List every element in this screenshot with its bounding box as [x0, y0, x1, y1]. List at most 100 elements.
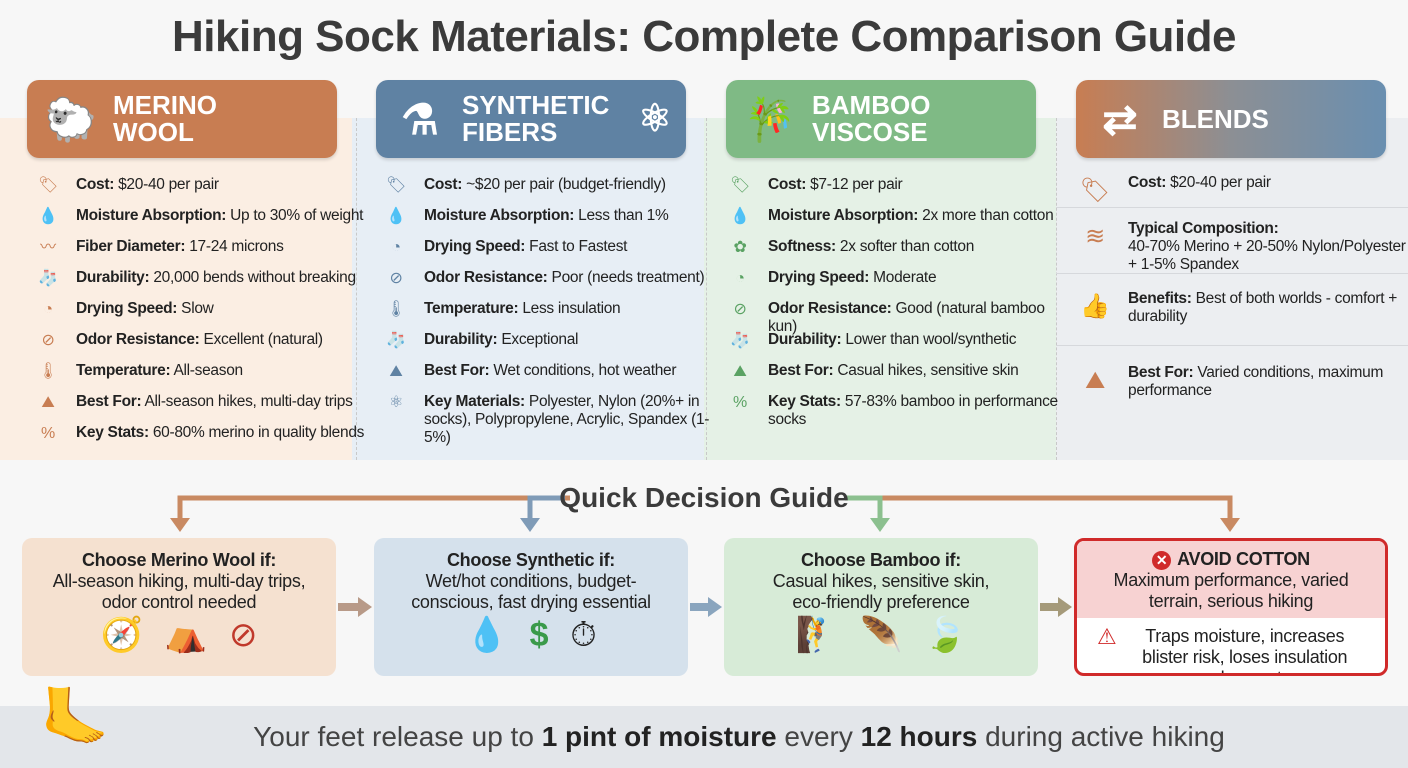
spec-label: Moisture Absorption:	[76, 207, 227, 224]
spec-label: Key Materials:	[424, 393, 525, 410]
shuffle-icon: ⇄	[1102, 95, 1138, 143]
spec-value: 2x softer than cotton	[835, 238, 975, 255]
hiker-icon: ⛰	[41, 394, 55, 411]
spec-text: Best For: Varied conditions, maximum per…	[1128, 364, 1408, 400]
sheep-icon: 🐑	[44, 95, 98, 143]
spec-text: Odor Resistance: Excellent (natural)	[76, 331, 323, 349]
spec-label: Typical Composition:	[1128, 220, 1279, 237]
spec-value: Excellent (natural)	[199, 331, 324, 348]
decision-box-text: Wet/hot conditions, budget-conscious, fa…	[411, 571, 651, 612]
timer-icon: ◔	[391, 239, 401, 256]
sock-icon: 🧦	[386, 332, 406, 349]
spec-text: Typical Composition:40-70% Merino + 20-5…	[1128, 220, 1408, 274]
synthetic-column-bg	[352, 118, 704, 460]
synthetic-decision-box: Choose Synthetic if: Wet/hot conditions,…	[374, 538, 688, 676]
spec-row: 🏷Cost: $20-40 per pair	[1056, 168, 1408, 208]
compass-icon: 🧭	[100, 616, 143, 654]
bamboo-icon: 🎋	[743, 95, 797, 143]
spec-value: $7-12 per pair	[806, 176, 903, 193]
spec-text: Durability: Exceptional	[424, 331, 579, 349]
spec-label: Softness:	[768, 238, 836, 255]
spec-value: Casual hikes, sensitive skin	[833, 362, 1019, 379]
footer-highlight: 1 pint of moisture	[541, 721, 777, 752]
flow-arrows	[338, 597, 1072, 617]
spec-value: 20,000 bends without breaking	[149, 269, 356, 286]
hiker-icon: ⛰	[733, 363, 747, 380]
water-drop-icon: 💧	[38, 208, 58, 225]
spec-text: Temperature: All-season	[76, 362, 243, 380]
price-tag-icon: 🏷	[729, 177, 750, 194]
spec-label: Moisture Absorption:	[424, 207, 575, 224]
spec-row: 🏷 Cost: $7-12 per pair	[726, 176, 1066, 207]
spec-text: Cost: $20-40 per pair	[76, 176, 219, 194]
spec-row: 🧦 Durability: Exceptional	[382, 331, 722, 362]
spec-row: ⛰ Best For: Wet conditions, hot weather	[382, 362, 722, 393]
percent-icon: %	[733, 394, 747, 411]
spec-value: Slow	[177, 300, 214, 317]
spec-text: Best For: Wet conditions, hot weather	[424, 362, 677, 380]
spec-row: 🧦Durability: 20,000 bends without breaki…	[34, 269, 374, 300]
spec-row: 🌡 Temperature: Less insulation	[382, 300, 722, 331]
cotton-icon: ✿	[733, 239, 747, 256]
spec-label: Durability:	[424, 331, 498, 348]
spec-label: Drying Speed:	[768, 269, 870, 286]
spec-value: 2x more than cotton	[918, 207, 1054, 224]
spec-label: Odor Resistance:	[424, 269, 548, 286]
no-odor-icon: ⊘	[228, 616, 258, 654]
timer-icon: ◔	[43, 301, 53, 318]
spec-value: Best of both worlds - comfort + durabili…	[1128, 290, 1397, 325]
hiker-icon: 🧗	[795, 616, 838, 654]
avoid-cotton-warning: ⚠ Traps moisture, increases blister risk,…	[1077, 618, 1385, 674]
tent-icon: ⛺	[164, 616, 207, 654]
spec-text: Cost: ~$20 per pair (budget-friendly)	[424, 176, 666, 194]
avoid-cotton-text: Maximum performance, varied terrain, ser…	[1113, 570, 1349, 611]
spec-text: Moisture Absorption: Up to 30% of weight	[76, 207, 363, 225]
fibers-icon: ≋	[1085, 223, 1105, 250]
synthetic-rows: 🏷Cost: ~$20 per pair (budget-friendly)💧M…	[382, 176, 722, 447]
footer-banner: 🦶 Your feet release up to 1 pint of mois…	[0, 685, 1408, 768]
avoid-cotton-box: ✕AVOID COTTON Maximum performance, varie…	[1074, 538, 1388, 676]
page-title: Hiking Sock Materials: Complete Comparis…	[172, 12, 1237, 61]
warning-text: Traps moisture, increases blister risk, …	[1142, 626, 1348, 673]
spec-row: 🧦Durability: Lower than wool/synthetic	[726, 331, 1066, 362]
spec-row: ◔ Drying Speed: Slow	[34, 300, 374, 331]
no-odor-icon: ⊘	[733, 301, 747, 318]
decision-box-title: Choose Merino Wool if:	[81, 550, 277, 570]
spec-row: 💧Moisture Absorption: Less than 1%	[382, 207, 722, 238]
spec-value: $20-40 per pair	[114, 176, 219, 193]
spec-text: Key Stats: 57-83% bamboo in performance …	[768, 393, 1066, 429]
spec-label: Best For:	[76, 393, 142, 410]
spec-label: Drying Speed:	[76, 300, 178, 317]
thermometer-icon: 🌡	[385, 301, 406, 318]
spec-value: Poor (needs treatment)	[547, 269, 705, 286]
spec-label: Key Stats:	[76, 424, 149, 441]
spec-label: Cost:	[76, 176, 115, 193]
spec-label: Temperature:	[424, 300, 519, 317]
spec-label: Durability:	[768, 331, 842, 348]
decision-connector-lines	[170, 495, 1240, 532]
spec-row: ≋ Typical Composition:40-70% Merino + 20-…	[1056, 208, 1408, 274]
spec-label: Cost:	[768, 176, 807, 193]
spec-value: 40-70% Merino + 20-50% Nylon/Polyester +…	[1128, 238, 1406, 273]
spec-row: 〰Fiber Diameter: 17-24 microns	[34, 238, 374, 269]
spec-text: Odor Resistance: Good (natural bamboo ku…	[768, 300, 1066, 336]
leaf-icon: 🍃	[924, 616, 967, 654]
spec-text: Key Materials: Polyester, Nylon (20%+ in…	[424, 393, 722, 447]
spec-label: Odor Resistance:	[76, 331, 200, 348]
spec-label: Best For:	[768, 362, 834, 379]
footer-text: Your feet release up to	[253, 721, 542, 752]
spec-row: ✿ Softness: 2x softer than cotton	[726, 238, 1066, 269]
spec-value: Less insulation	[518, 300, 621, 317]
spec-label: Temperature:	[76, 362, 171, 379]
warning-icon: ⚠	[1097, 624, 1117, 649]
spec-text: Drying Speed: Moderate	[768, 269, 937, 287]
spec-text: Softness: 2x softer than cotton	[768, 238, 974, 256]
hiker-icon: ⛰	[389, 363, 403, 380]
hiker-icon: ⛰	[1085, 367, 1105, 394]
spec-value: 17-24 microns	[185, 238, 284, 255]
spec-value: Varied conditions, maximum performance	[1128, 364, 1384, 399]
bamboo-header-label: BAMBOO VISCOSE	[812, 90, 931, 147]
bamboo-decision-box: Choose Bamboo if: Casual hikes, sensitiv…	[724, 538, 1038, 676]
foot-sweat-icon: 🦶	[40, 685, 110, 748]
dollar-icon: $	[529, 616, 549, 654]
